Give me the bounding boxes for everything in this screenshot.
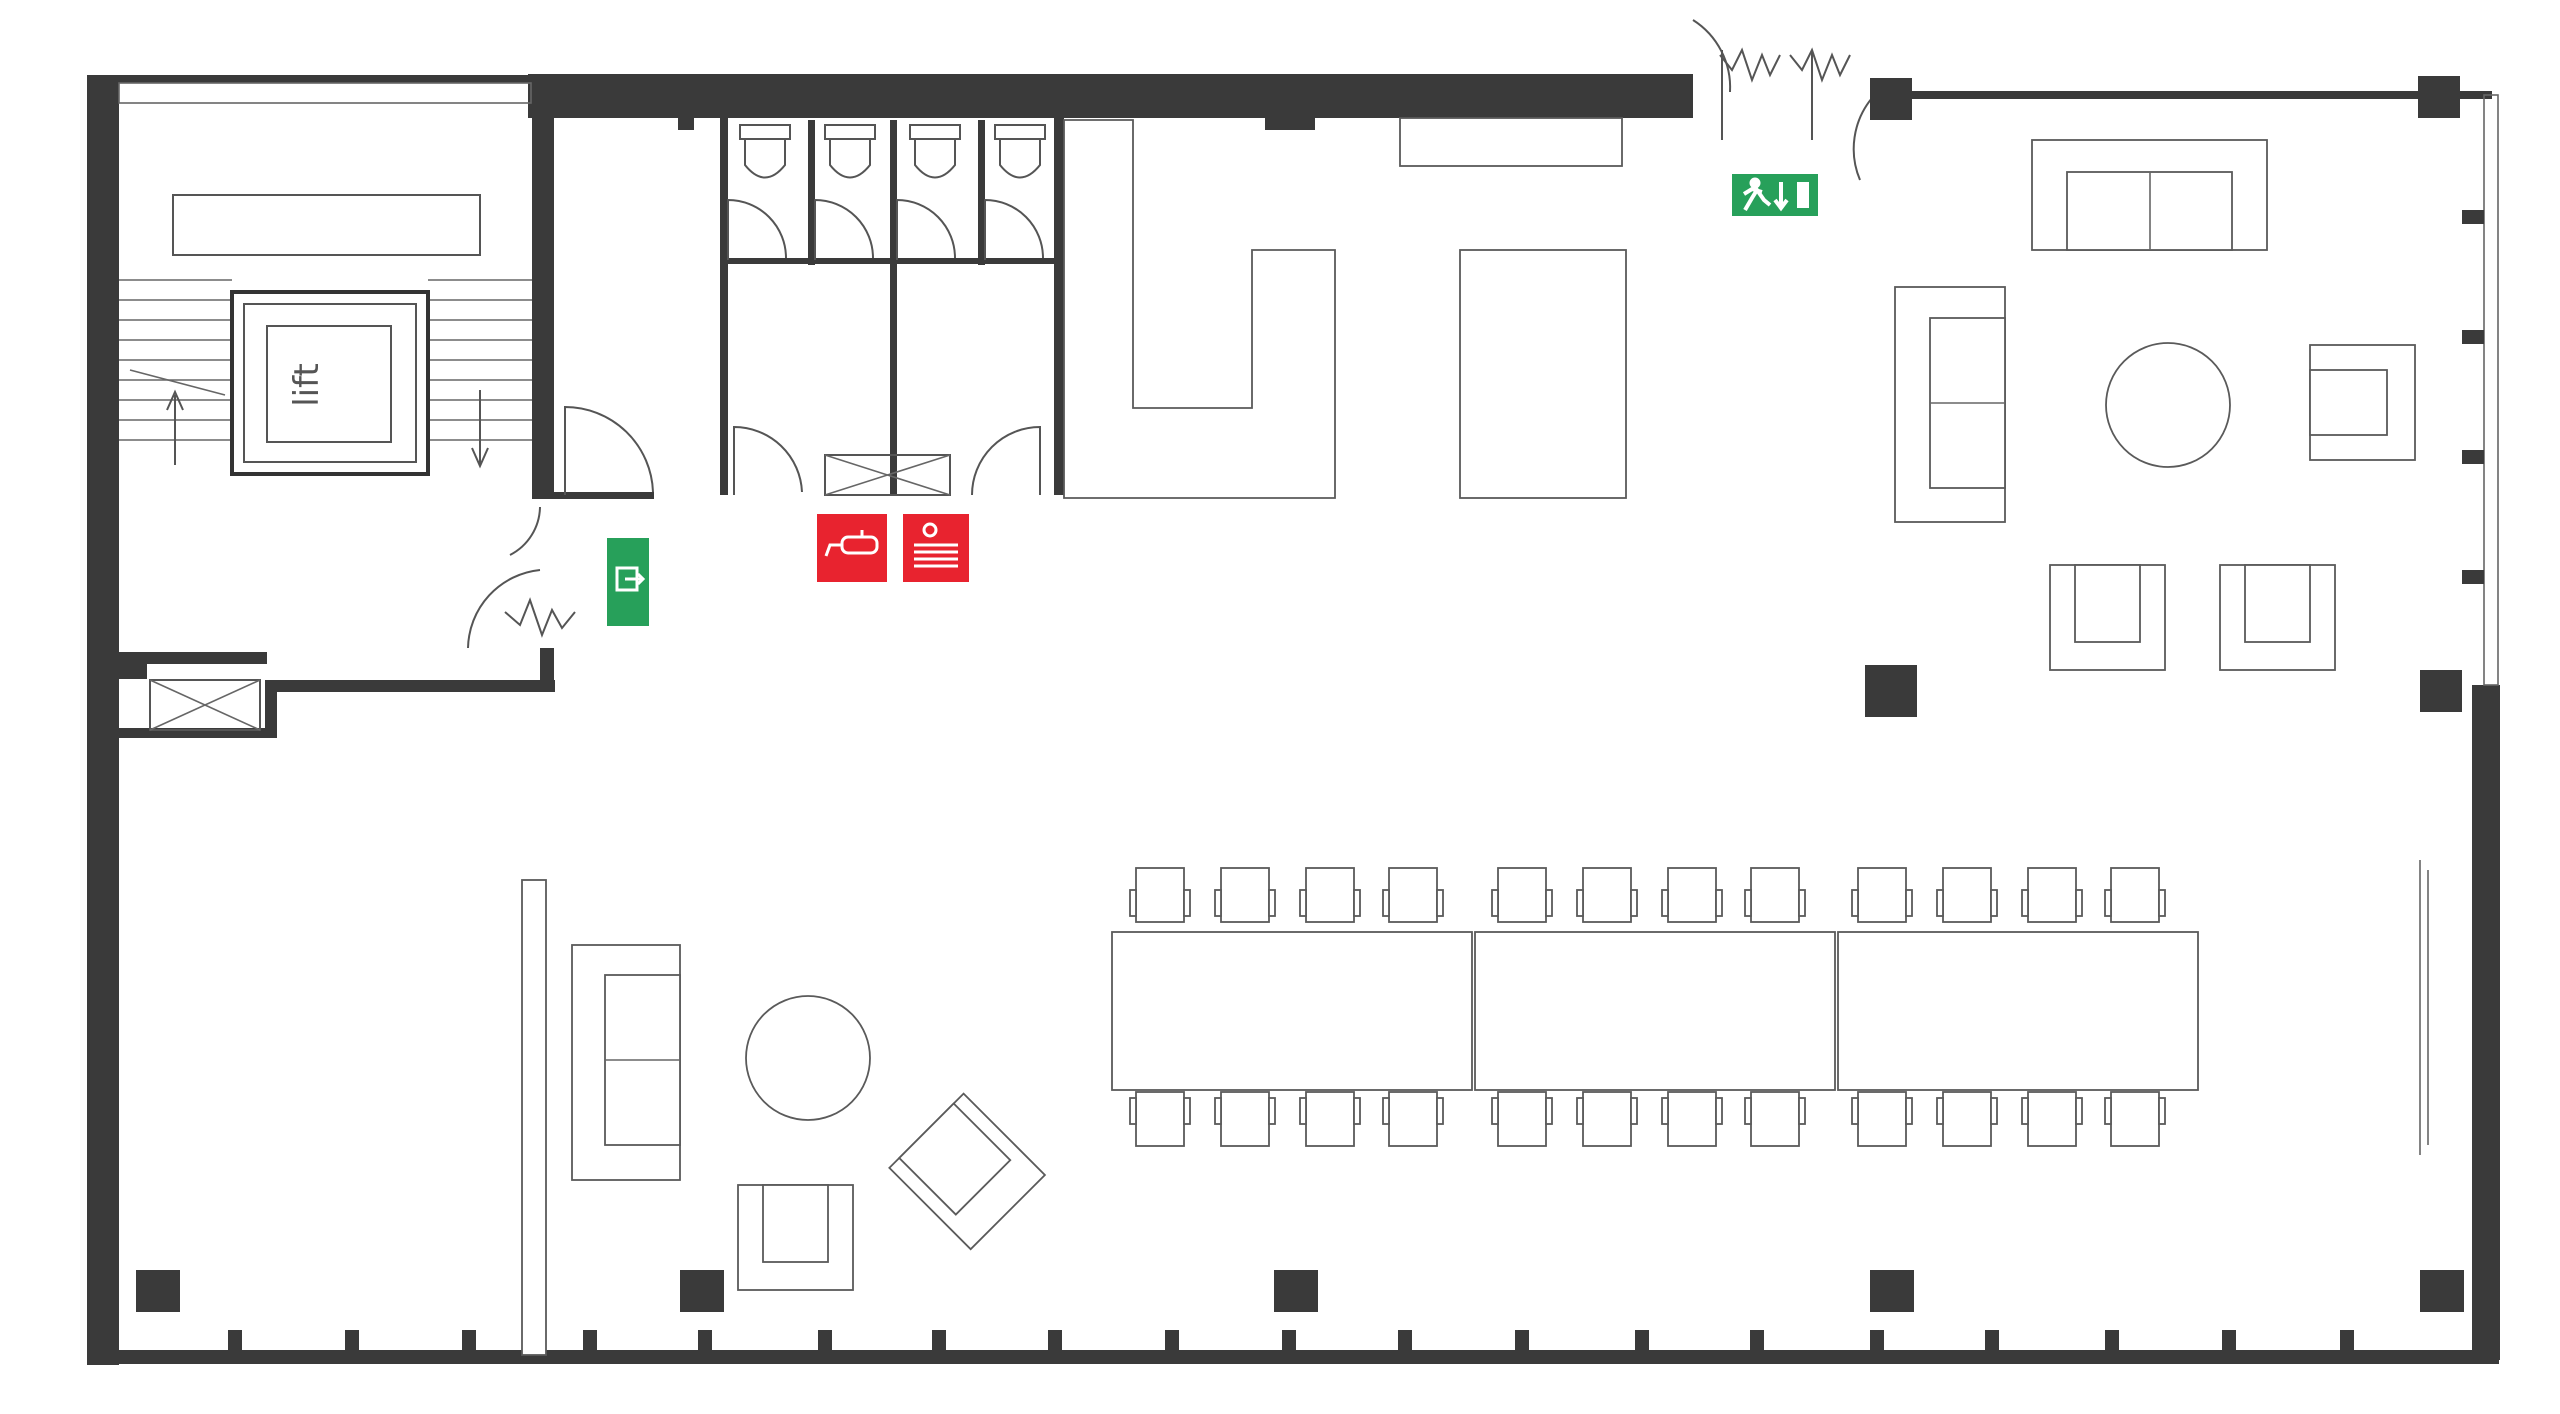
chair [1936, 1091, 1998, 1147]
outer-walls [87, 74, 2500, 1365]
chair [1129, 1091, 1191, 1147]
wall-stubs [228, 118, 2484, 1350]
lounge-top-right [1894, 139, 2416, 671]
fire-hose-reel-icon [903, 514, 969, 582]
chair [1936, 867, 1998, 923]
fire-extinguisher-icon [817, 514, 887, 582]
chair [1299, 1091, 1361, 1147]
meeting-table [1111, 931, 2199, 1091]
chair [2021, 867, 2083, 923]
exit-door-sign-icon [607, 538, 649, 626]
chair [2021, 1091, 2083, 1147]
chair [1744, 867, 1806, 923]
chair [1491, 1091, 1553, 1147]
chair [1576, 867, 1638, 923]
chair [1851, 867, 1913, 923]
chair [1744, 1091, 1806, 1147]
chair [1851, 1091, 1913, 1147]
structural-columns [136, 76, 2464, 1312]
chair [1129, 867, 1191, 923]
chair [1214, 1091, 1276, 1147]
stair-core: lift [117, 194, 532, 731]
chair [1382, 867, 1444, 923]
chair [1661, 867, 1723, 923]
lounge-bottom-left [521, 879, 1047, 1356]
kitchen-counters [1063, 117, 1627, 499]
chair [1576, 1091, 1638, 1147]
chair [1491, 867, 1553, 923]
emergency-exit-sign-icon [1732, 174, 1818, 216]
chair [2104, 867, 2166, 923]
glazing-right [2419, 860, 2429, 1155]
exit-doors [467, 19, 1873, 649]
chair [1214, 867, 1276, 923]
meeting-chairs [1129, 867, 2166, 1147]
chair [1661, 1091, 1723, 1147]
wc-block [554, 115, 1064, 499]
chair [1299, 867, 1361, 923]
chair [1382, 1091, 1444, 1147]
chair [2104, 1091, 2166, 1147]
lift-label: lift [287, 363, 327, 407]
